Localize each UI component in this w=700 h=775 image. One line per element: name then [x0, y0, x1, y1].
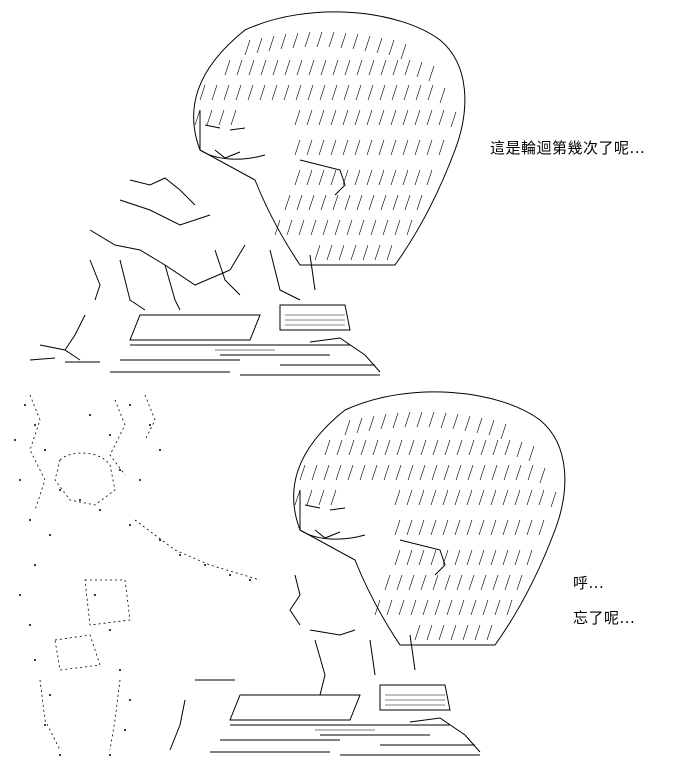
hatching-book-top: [215, 314, 345, 351]
arms-top: [29, 229, 316, 363]
ascii-art-figure-top: [29, 11, 466, 376]
hatching-book-bottom: [315, 694, 445, 731]
caption-bottom-2: 忘了呢...: [573, 609, 636, 627]
hair-mass-bottom: [293, 391, 566, 646]
hair-hatching-bottom: [294, 411, 557, 641]
arms-bottom: [169, 634, 416, 751]
face-outline-top: [119, 110, 346, 226]
book-desk-top: [110, 304, 381, 376]
ghost-figure-lines: [29, 394, 261, 751]
panel-bottom: 呼... 忘了呢...: [0, 380, 700, 775]
caption-bottom-1: 呼...: [573, 574, 605, 592]
panel-top: 這是輪迴第幾次了呢...: [0, 0, 700, 380]
caption-top: 這是輪迴第幾次了呢...: [490, 139, 646, 157]
face-outline-bottom: [289, 490, 446, 636]
dotted-ghost-figure: [14, 404, 251, 756]
hair-mass-top: [193, 11, 466, 266]
book-desk-bottom: [210, 684, 481, 756]
ascii-art-figure-bottom: [14, 391, 566, 756]
hair-hatching-top: [194, 31, 457, 261]
